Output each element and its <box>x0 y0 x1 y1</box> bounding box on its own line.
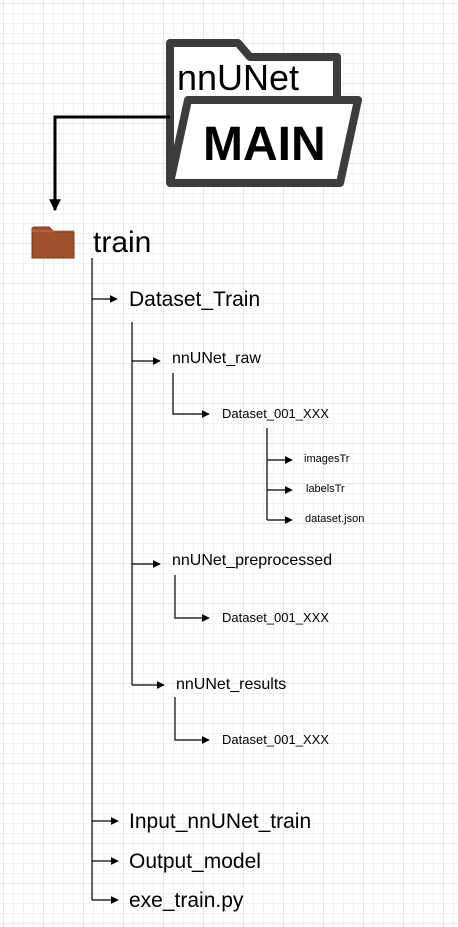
to-preprocessed-dataset <box>174 575 210 622</box>
preprocessed-dataset-label[interactable]: Dataset_001_XXX <box>222 610 329 625</box>
raw-dataset-label[interactable]: Dataset_001_XXX <box>222 406 329 421</box>
tree-root-label[interactable]: train <box>93 226 152 259</box>
input-train-label[interactable]: Input_nnUNet_train <box>129 810 312 833</box>
nnunet-raw-label[interactable]: nnUNet_raw <box>172 350 261 367</box>
to-results-dataset <box>174 697 210 744</box>
to-raw-dataset <box>172 373 210 418</box>
dataset-train-label[interactable]: Dataset_Train <box>129 288 261 311</box>
main-folder-icon[interactable] <box>166 39 362 187</box>
main-folder-subtitle: MAIN <box>203 118 326 171</box>
dataset-json-label[interactable]: dataset.json <box>305 513 365 525</box>
nnunet-preprocessed-label[interactable]: nnUNet_preprocessed <box>172 552 333 569</box>
exe-train-label[interactable]: exe_train.py <box>129 889 244 912</box>
labels-tr-label[interactable]: labelsTr <box>306 483 345 495</box>
results-dataset-label[interactable]: Dataset_001_XXX <box>222 732 329 747</box>
images-tr-label[interactable]: imagesTr <box>304 453 350 465</box>
train-folder-icon[interactable] <box>31 226 75 259</box>
nnunet-results-label[interactable]: nnUNet_results <box>176 676 287 693</box>
output-model-label[interactable]: Output_model <box>129 850 261 873</box>
main-folder-title: nnUNet <box>177 57 300 98</box>
main-to-train-connector <box>49 115 170 212</box>
